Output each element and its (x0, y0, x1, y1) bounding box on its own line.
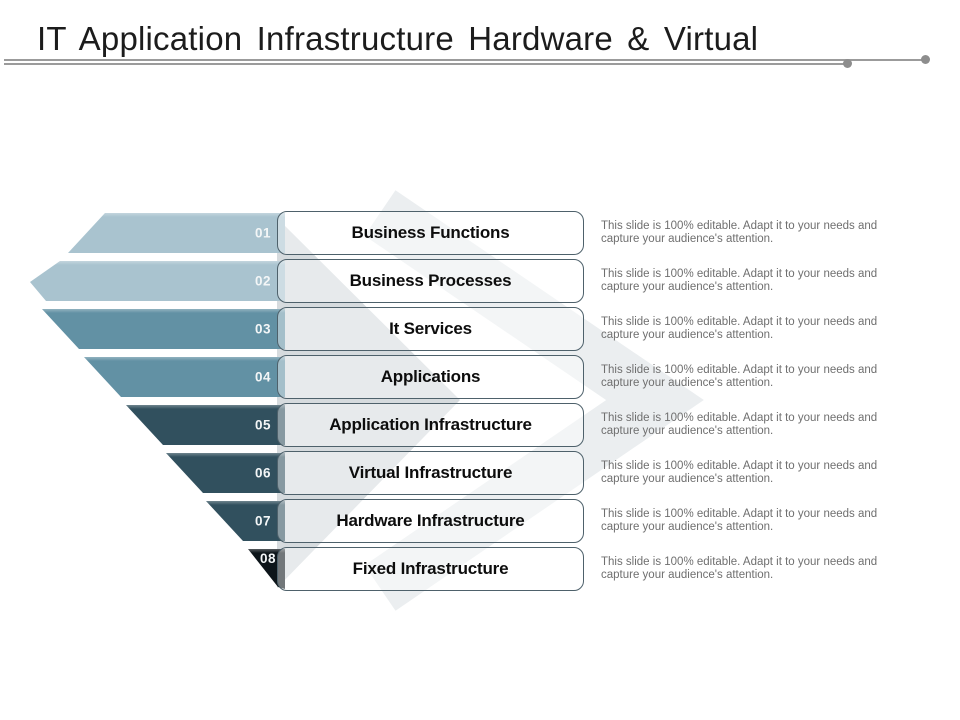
step-description: This slide is 100% editable. Adapt it to… (601, 220, 951, 246)
step-number: 04 (254, 369, 271, 385)
step-label-box: Applications (277, 355, 584, 399)
step-description: This slide is 100% editable. Adapt it to… (601, 508, 951, 534)
step-label: Applications (380, 367, 481, 386)
step-description: This slide is 100% editable. Adapt it to… (601, 412, 951, 438)
funnel-band: 07 (206, 501, 285, 541)
description-line: This slide is 100% editable. Adapt it to… (601, 508, 878, 520)
separator-dot-icon (843, 59, 852, 68)
step-label: It Services (389, 319, 472, 338)
funnel-band: 02 (30, 261, 285, 301)
description-line: capture your audience's attention. (601, 281, 774, 293)
description-line: This slide is 100% editable. Adapt it to… (601, 220, 878, 232)
description-line: capture your audience's attention. (601, 569, 774, 581)
step-label-box: Hardware Infrastructure (277, 499, 584, 543)
step-description: This slide is 100% editable. Adapt it to… (601, 268, 951, 294)
step-label: Business Functions (351, 223, 510, 242)
step-label-box: Virtual Infrastructure (277, 451, 584, 495)
funnel-row: 01 Business Functions This slide is 100%… (0, 211, 960, 255)
funnel-row: 07 Hardware Infrastructure This slide is… (0, 499, 960, 543)
description-line: capture your audience's attention. (601, 521, 774, 533)
step-number: 08 (259, 551, 276, 566)
step-label: Application Infrastructure (329, 415, 532, 434)
slide-title: IT Application Infrastructure Hardware &… (37, 20, 759, 57)
description-line: This slide is 100% editable. Adapt it to… (601, 364, 878, 376)
description-line: This slide is 100% editable. Adapt it to… (601, 268, 878, 280)
funnel-band: 06 (166, 453, 285, 493)
description-line: This slide is 100% editable. Adapt it to… (601, 316, 878, 328)
step-description: This slide is 100% editable. Adapt it to… (601, 460, 951, 486)
step-number: 01 (254, 225, 271, 241)
step-number: 07 (254, 513, 271, 529)
step-label-box: Fixed Infrastructure (277, 547, 584, 591)
step-number: 03 (254, 321, 271, 337)
description-line: capture your audience's attention. (601, 329, 774, 341)
step-label-box: Application Infrastructure (277, 403, 584, 447)
funnel-row: 02 Business Processes This slide is 100%… (0, 259, 960, 303)
background-chevron-shape (364, 190, 704, 611)
funnel-band: 08 (248, 549, 285, 589)
step-label-box: Business Processes (277, 259, 584, 303)
step-number: 06 (254, 465, 271, 481)
step-number: 05 (254, 417, 271, 433)
funnel-band: 04 (84, 357, 285, 397)
description-line: This slide is 100% editable. Adapt it to… (601, 556, 878, 568)
step-label: Virtual Infrastructure (348, 463, 513, 482)
funnel-row: 05 Application Infrastructure This slide… (0, 403, 960, 447)
title-separator-line-bottom (4, 63, 846, 65)
step-description: This slide is 100% editable. Adapt it to… (601, 556, 951, 582)
description-line: capture your audience's attention. (601, 473, 774, 485)
funnel-row: 08 Fixed Infrastructure This slide is 10… (0, 547, 960, 591)
description-line: capture your audience's attention. (601, 233, 774, 245)
step-description: This slide is 100% editable. Adapt it to… (601, 364, 951, 390)
funnel-band: 01 (68, 213, 285, 253)
funnel-row: 04 Applications This slide is 100% edita… (0, 355, 960, 399)
funnel-band: 05 (126, 405, 285, 445)
step-label-box: Business Functions (277, 211, 584, 255)
funnel-row: 06 Virtual Infrastructure This slide is … (0, 451, 960, 495)
step-description: This slide is 100% editable. Adapt it to… (601, 316, 951, 342)
step-label: Fixed Infrastructure (352, 559, 509, 578)
description-line: This slide is 100% editable. Adapt it to… (601, 460, 878, 472)
funnel-row: 03 It Services This slide is 100% editab… (0, 307, 960, 351)
funnel-band: 03 (42, 309, 285, 349)
step-label-box: It Services (277, 307, 584, 351)
description-line: capture your audience's attention. (601, 425, 774, 437)
step-number: 02 (254, 273, 271, 289)
step-label: Business Processes (349, 271, 512, 290)
separator-dot-icon (921, 55, 930, 64)
description-line: capture your audience's attention. (601, 377, 774, 389)
title-separator-line-top (4, 59, 926, 61)
step-label: Hardware Infrastructure (336, 511, 525, 530)
description-line: This slide is 100% editable. Adapt it to… (601, 412, 878, 424)
